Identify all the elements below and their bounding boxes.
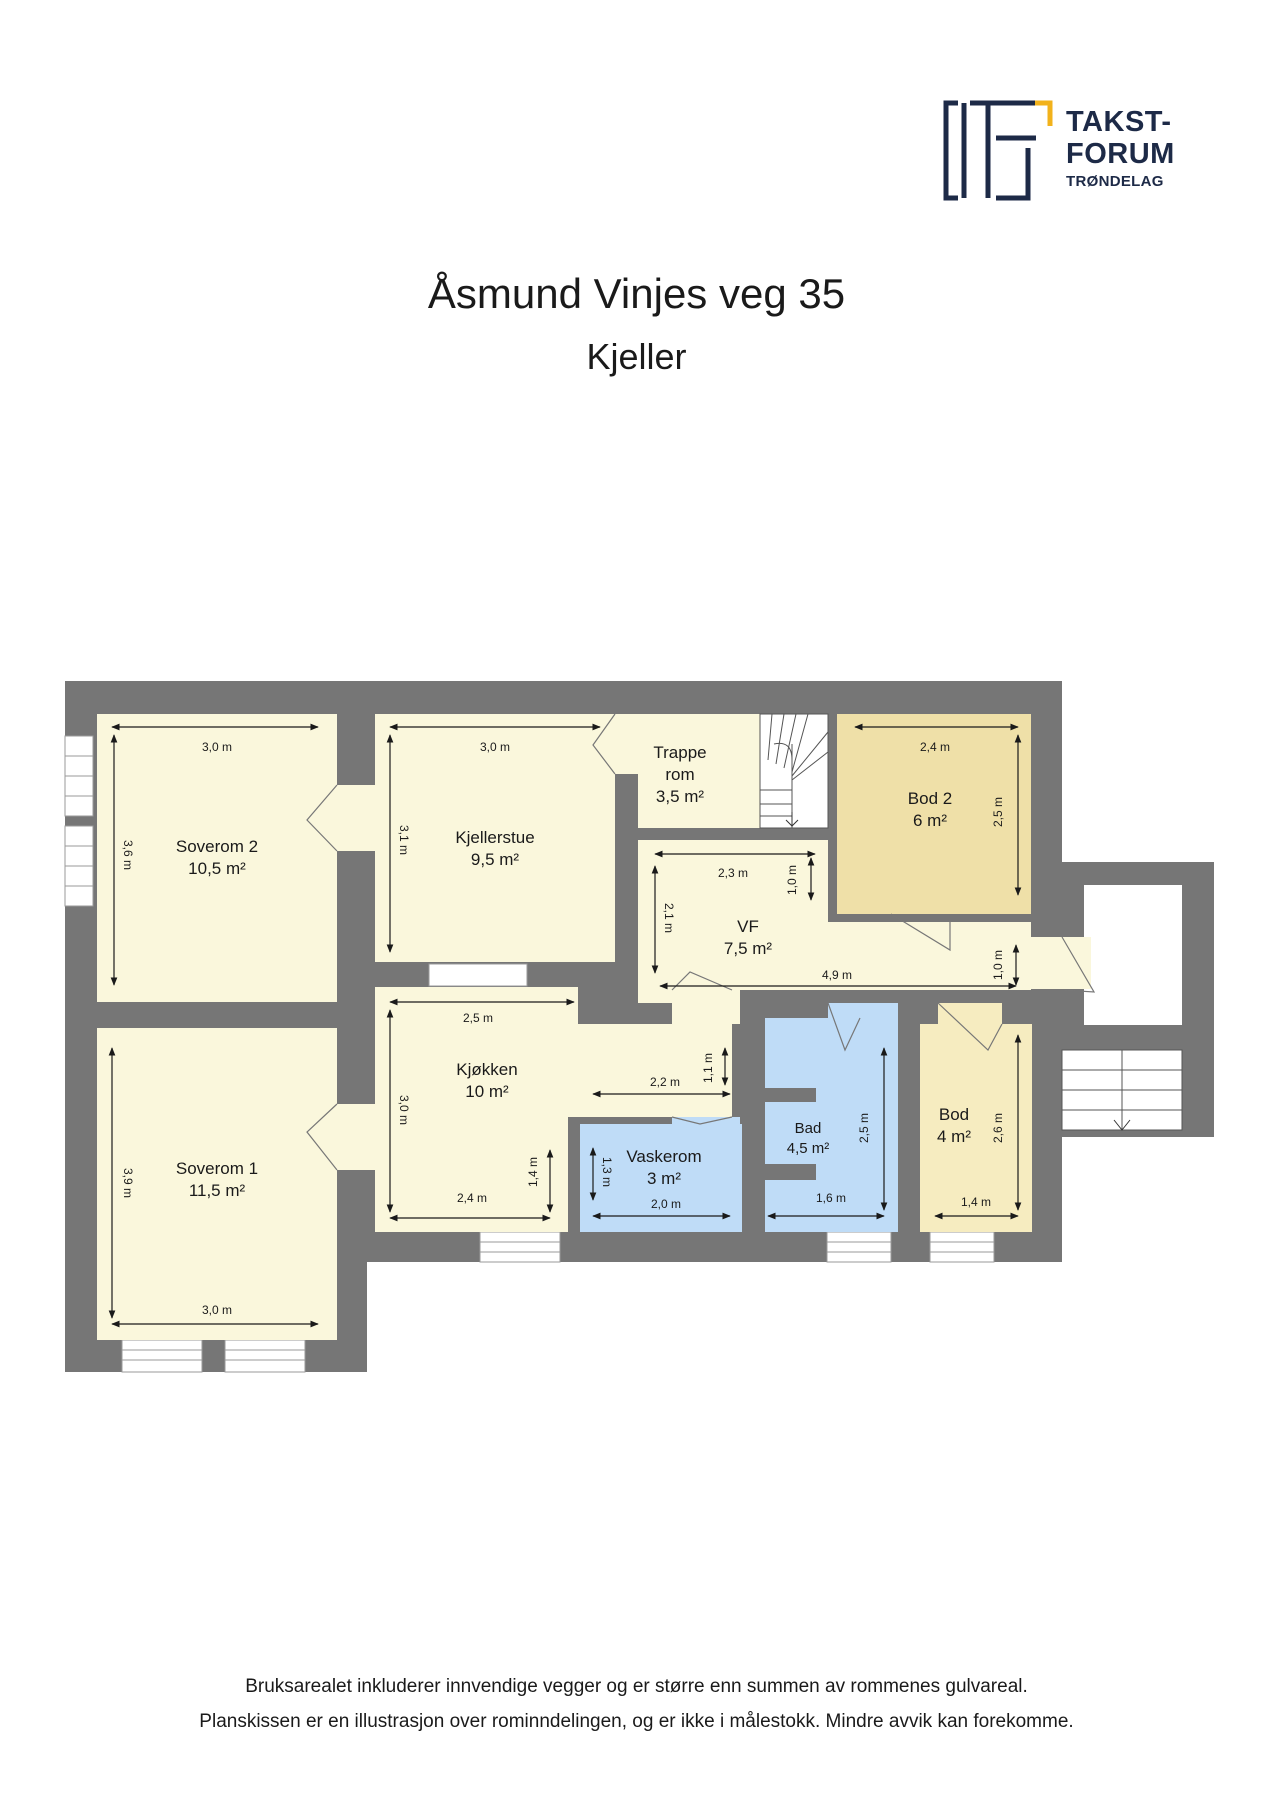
bod2-name: Bod 2	[908, 789, 952, 808]
dim-vf-w1: 2,3 m	[718, 866, 748, 880]
vaskerom-area: 3 m²	[647, 1169, 681, 1188]
soverom1-name: Soverom 1	[176, 1159, 258, 1178]
bod-name: Bod	[939, 1105, 969, 1124]
dim-kjokken-w1: 2,5 m	[463, 1011, 493, 1025]
floor-subtitle: Kjeller	[586, 336, 687, 377]
door-swings	[306, 713, 1096, 1171]
room-bod	[920, 1024, 1032, 1232]
dim-soverom2-h: 3,6 m	[121, 840, 135, 870]
windows	[64, 735, 995, 1373]
trapperom-name2: rom	[665, 765, 694, 784]
dim-bad-w: 1,6 m	[816, 1191, 846, 1205]
bod-area: 4 m²	[937, 1127, 971, 1146]
dim-bod-w: 1,4 m	[961, 1195, 991, 1209]
dim-kjellerstue-h: 3,1 m	[397, 825, 411, 855]
kjokken-name: Kjøkken	[456, 1060, 517, 1079]
soverom1-area: 11,5 m²	[189, 1181, 246, 1200]
soverom2-area: 10,5 m²	[188, 859, 246, 878]
dim-vaskerom-w: 2,0 m	[651, 1197, 681, 1211]
trapperom-area: 3,5 m²	[656, 787, 705, 806]
logo-line3: TRØNDELAG	[1066, 173, 1164, 190]
dim-kjellerstue-w: 3,0 m	[480, 740, 510, 754]
staircase	[759, 713, 829, 829]
room-bad	[765, 1018, 898, 1232]
vaskerom-name: Vaskerom	[626, 1147, 701, 1166]
room-soverom1	[97, 1028, 337, 1340]
trapperom-name1: Trappe	[653, 743, 706, 762]
rooms	[97, 714, 1032, 1340]
room-kjokken	[375, 987, 732, 1232]
logo-wordmark: TAKST- FORUM TRØNDELAG	[1066, 106, 1175, 190]
dim-soverom2-w: 3,0 m	[202, 740, 232, 754]
dim-bad-h: 2,5 m	[857, 1113, 871, 1143]
bad-area: 4,5 m²	[787, 1140, 830, 1157]
exterior-steps	[1061, 1049, 1183, 1131]
vf-name: VF	[737, 917, 759, 936]
logo-line1: TAKST-	[1066, 106, 1172, 138]
dim-kjokken-w2: 2,2 m	[650, 1075, 680, 1089]
footer-note-disclaimer: Planskissen er en illustrasjon over romi…	[199, 1711, 1074, 1732]
room-soverom2	[97, 714, 337, 1002]
dim-vf-w2: 4,9 m	[822, 968, 852, 982]
room-bod2	[837, 714, 1031, 914]
dim-vf-d1: 1,0 m	[785, 865, 799, 895]
dim-vaskerom-h: 1,3 m	[600, 1157, 614, 1187]
dim-vf-d2: 1,0 m	[991, 950, 1005, 980]
footer-note-area: Bruksarealet inkluderer innvendige vegge…	[245, 1676, 1028, 1697]
dim-bod2-w: 2,4 m	[920, 740, 950, 754]
dim-bod-h: 2,6 m	[991, 1113, 1005, 1143]
dim-kjokken-d1: 1,1 m	[701, 1053, 715, 1083]
kjellerstue-area: 9,5 m²	[471, 850, 520, 869]
dim-vf-h1: 2,1 m	[662, 903, 676, 933]
dim-kjokken-d2: 1,4 m	[526, 1157, 540, 1187]
bod2-area: 6 m²	[913, 811, 947, 830]
bad-name: Bad	[795, 1120, 822, 1137]
room-kjellerstue	[375, 714, 615, 962]
dim-soverom1-h: 3,9 m	[121, 1168, 135, 1198]
dim-bod2-h: 2,5 m	[991, 797, 1005, 827]
dim-kjokken-w3: 2,4 m	[457, 1191, 487, 1205]
room-vf	[638, 840, 1031, 1003]
soverom2-name: Soverom 2	[176, 837, 258, 856]
kjellerstue-name: Kjellerstue	[455, 828, 534, 847]
dim-soverom1-w: 3,0 m	[202, 1303, 232, 1317]
dim-kjokken-h1: 3,0 m	[397, 1095, 411, 1125]
kjokken-area: 10 m²	[465, 1082, 509, 1101]
takstforum-logo	[943, 100, 1053, 201]
vf-area: 7,5 m²	[724, 939, 773, 958]
dimension-lines	[108, 723, 1022, 1328]
logo-line2: FORUM	[1066, 138, 1175, 170]
page-title: Åsmund Vinjes veg 35	[427, 270, 846, 317]
